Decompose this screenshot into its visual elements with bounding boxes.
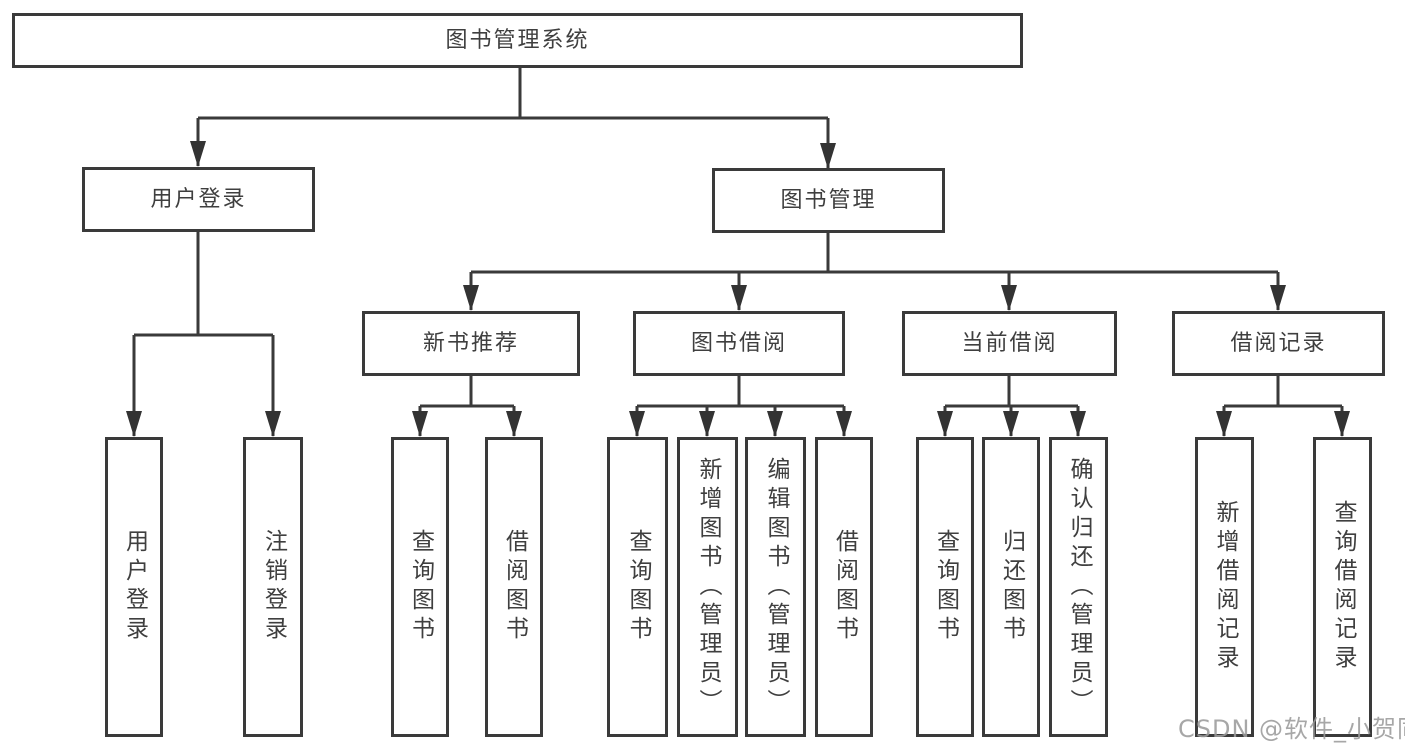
leaf-recommend-query-books: 查询图书 <box>391 437 449 737</box>
leaf-borrowing-borrow-books: 借阅图书 <box>815 437 873 737</box>
arrowheads <box>126 141 1350 437</box>
leaf-borrowing-add-books-admin: 新增图书（管理员） <box>677 437 738 737</box>
connector-bookmgmt-to-level3 <box>469 233 1280 310</box>
connector-root-to-level2 <box>196 68 830 168</box>
node-new-book-recommend: 新书推荐 <box>362 311 580 376</box>
leaf-logout: 注销登录 <box>243 437 303 737</box>
node-book-borrowing: 图书借阅 <box>633 311 845 376</box>
leaf-recommend-borrow-books: 借阅图书 <box>485 437 543 737</box>
leaf-records-query-record: 查询借阅记录 <box>1313 437 1372 737</box>
connector-newbook-to-leaves <box>418 376 516 436</box>
node-user-login-branch: 用户登录 <box>82 167 315 232</box>
node-borrowing-records: 借阅记录 <box>1172 311 1385 376</box>
leaf-user-login: 用户登录 <box>105 437 163 737</box>
leaf-records-add-record: 新增借阅记录 <box>1195 437 1254 737</box>
connector-borrow-to-leaves <box>635 376 846 436</box>
node-current-borrowing: 当前借阅 <box>902 311 1117 376</box>
leaf-current-query-books: 查询图书 <box>916 437 974 737</box>
node-root-system: 图书管理系统 <box>12 13 1023 68</box>
leaf-borrowing-edit-books-admin: 编辑图书（管理员） <box>745 437 806 737</box>
leaf-current-return-books: 归还图书 <box>982 437 1040 737</box>
connector-userlogin-to-leaves <box>132 232 275 436</box>
node-book-management-branch: 图书管理 <box>712 168 945 233</box>
csdn-watermark: CSDN @软件_小贺同学 <box>1178 715 1405 743</box>
connector-records-to-leaves <box>1222 376 1344 436</box>
leaf-current-confirm-return-admin: 确认归还（管理员） <box>1049 437 1108 737</box>
leaf-borrowing-query-books: 查询图书 <box>607 437 668 737</box>
